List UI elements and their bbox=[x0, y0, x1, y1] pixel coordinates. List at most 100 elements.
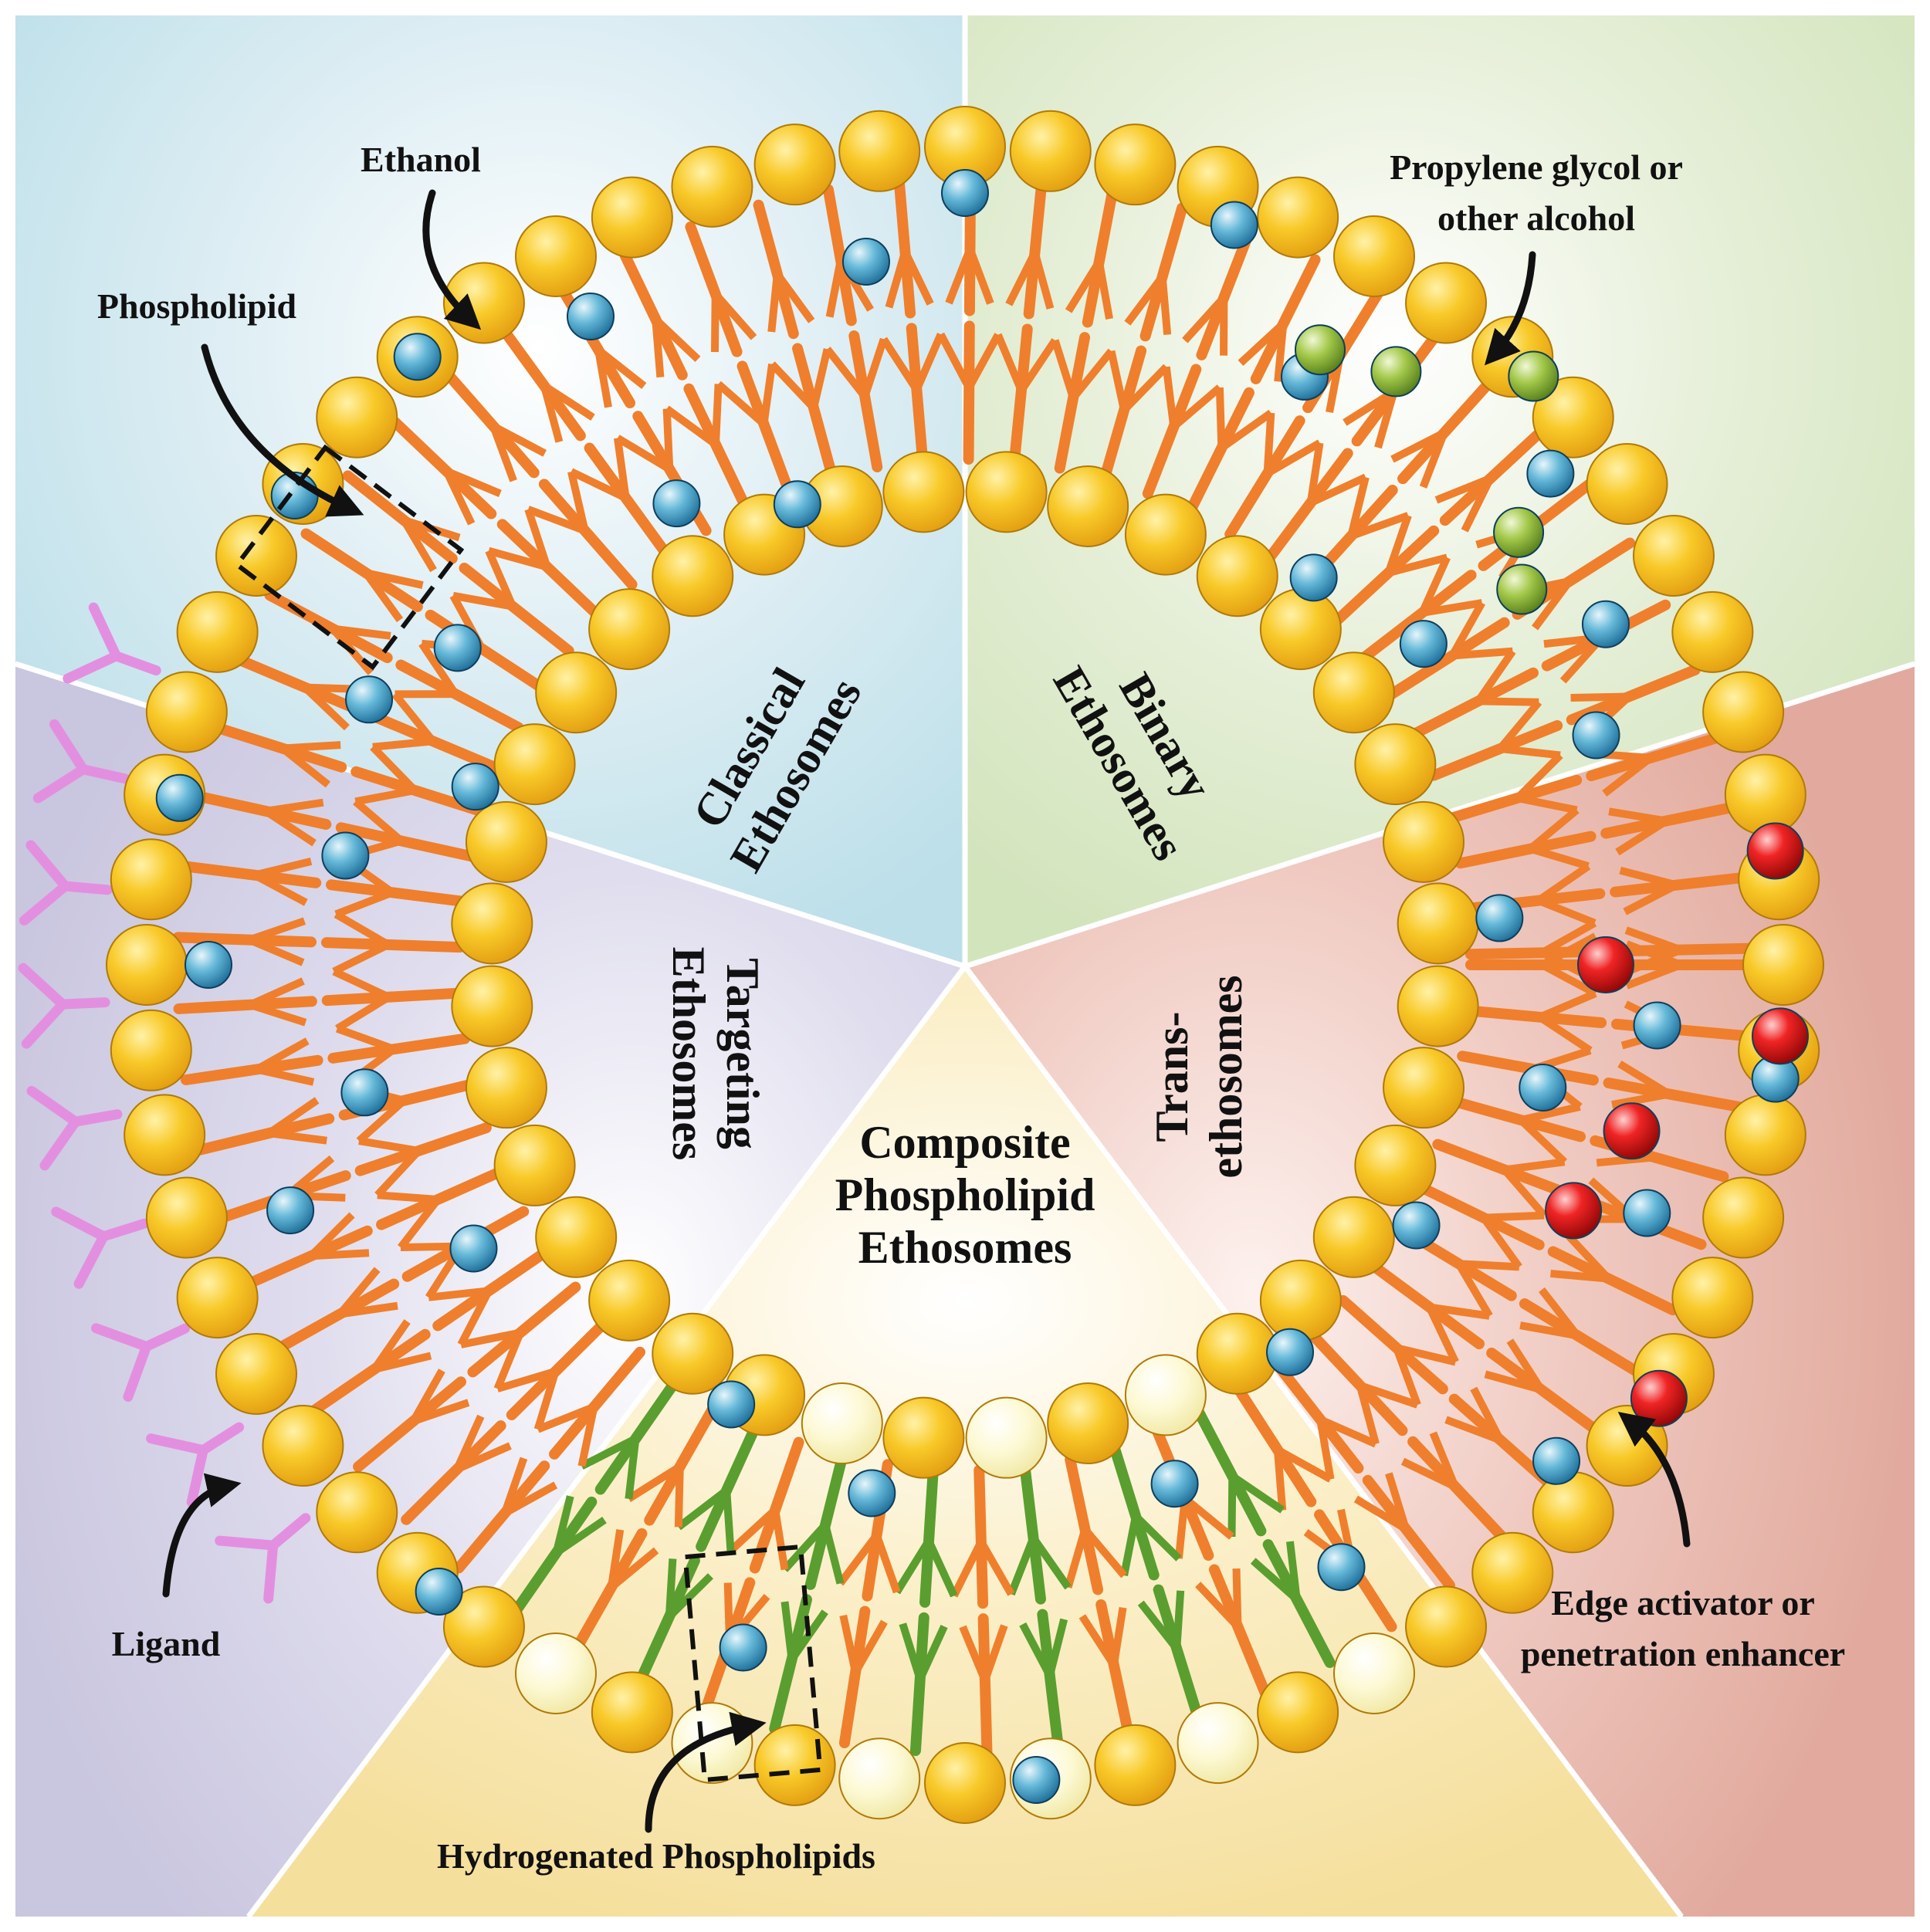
lipid-tail-fork bbox=[278, 741, 341, 788]
lipid-tail bbox=[571, 1528, 648, 1655]
lipid-tail-fork bbox=[1526, 807, 1590, 870]
ethanol-molecule-icon bbox=[1266, 1328, 1315, 1376]
lipid-tail-fork bbox=[1513, 752, 1578, 814]
lipid-tail-fork bbox=[1390, 428, 1448, 489]
lipid-tail-fork bbox=[994, 333, 1058, 395]
lipid-tail-fork bbox=[452, 549, 517, 611]
phospholipid-head bbox=[262, 1405, 344, 1487]
lipid-tail bbox=[1519, 1298, 1644, 1379]
lipid-tail bbox=[1262, 1539, 1336, 1668]
lipid-tail-fork bbox=[652, 315, 701, 378]
targeting-title-line1: Targeting bbox=[717, 958, 768, 1149]
composite-title-line1: Composite bbox=[859, 1117, 1070, 1168]
ethanol-molecule-icon bbox=[433, 624, 482, 672]
lipid-tail bbox=[736, 360, 794, 497]
hydrogenated-phospholipid-head bbox=[515, 1632, 597, 1714]
lipid-tail-fork bbox=[1519, 1287, 1582, 1340]
lipid-tail bbox=[1444, 774, 1583, 824]
lipid-tail-fork bbox=[489, 422, 547, 482]
phospholipid-head bbox=[465, 800, 547, 883]
ligand-label: Ligand bbox=[112, 1624, 221, 1663]
phospholipid-head bbox=[215, 1333, 298, 1415]
hydrogenated-label: Hydrogenated Phospholipids bbox=[437, 1836, 875, 1876]
phospholipid-head bbox=[965, 451, 1048, 533]
phospholipid-highlight-box bbox=[233, 444, 465, 671]
phospholipid-head bbox=[110, 1009, 192, 1091]
ethanol-molecule-icon bbox=[185, 941, 232, 989]
ethanol-molecule-icon bbox=[449, 1224, 498, 1273]
lipid-tail-fork bbox=[1353, 1472, 1410, 1533]
lipid-tail-fork bbox=[1536, 990, 1597, 1054]
ethanol-molecule-icon bbox=[1210, 201, 1258, 249]
targeting-title-line2: Ethosomes bbox=[663, 947, 714, 1161]
phospholipid-head bbox=[1471, 1531, 1554, 1614]
lipid-tail-fork bbox=[1479, 1211, 1545, 1270]
lipid-tail-fork bbox=[265, 1097, 327, 1145]
lipid-tail-fork bbox=[1624, 926, 1685, 976]
lipid-tail bbox=[1439, 424, 1549, 526]
ethanol-molecule-icon bbox=[841, 237, 890, 286]
hydrogenated-phospholipid-head bbox=[838, 1737, 921, 1820]
phospholipid-head bbox=[1312, 651, 1395, 734]
lipid-tail bbox=[1337, 1294, 1448, 1395]
hydrogenated-arrow bbox=[645, 1711, 767, 1833]
phospholipid-head bbox=[1586, 442, 1668, 525]
lipid-tail-fork bbox=[1124, 272, 1172, 335]
edge-activator-icon bbox=[1746, 822, 1804, 880]
phospholipid-head bbox=[106, 924, 188, 1006]
lipid-tail-fork bbox=[250, 858, 313, 906]
lipid-tail bbox=[1446, 1095, 1586, 1142]
lipid-tail bbox=[685, 221, 743, 357]
lipid-tail-fork bbox=[536, 1402, 598, 1467]
lipid-tail bbox=[321, 937, 466, 953]
lipid-tail bbox=[1082, 186, 1119, 328]
phospholipid-head bbox=[1333, 215, 1415, 298]
ethanol-molecule-icon bbox=[1519, 1064, 1567, 1112]
phospholipid-head bbox=[882, 451, 965, 533]
lipid-tail bbox=[1142, 364, 1202, 499]
lipid-tail bbox=[172, 932, 317, 948]
lipid-tail-fork bbox=[245, 977, 307, 1027]
lipid-tail bbox=[893, 174, 916, 319]
lipid-tail-fork bbox=[1384, 514, 1448, 577]
lipid-tail bbox=[1065, 1453, 1104, 1595]
propylene-glycol-icon bbox=[1493, 506, 1545, 558]
phospholipid-head bbox=[652, 1312, 734, 1395]
lipid-tail-fork bbox=[527, 470, 589, 535]
lipid-tail bbox=[769, 1594, 812, 1734]
ethanol-molecule-icon bbox=[1289, 553, 1338, 602]
lipid-tail bbox=[619, 249, 688, 381]
lipid-tail bbox=[371, 712, 505, 775]
ethanol-molecule-icon bbox=[1012, 1755, 1061, 1804]
lipid-tail bbox=[594, 1374, 682, 1495]
ethanol-molecule-icon bbox=[321, 831, 370, 880]
phospholipid-head bbox=[1196, 535, 1278, 617]
lipid-tail-fork bbox=[1238, 320, 1288, 382]
phospholipid-head bbox=[1009, 110, 1092, 192]
phospholipid-label: Phospholipid bbox=[97, 286, 297, 326]
lipid-tail bbox=[353, 1376, 466, 1473]
phospholipid-head bbox=[1632, 515, 1715, 597]
lipid-tail-fork bbox=[372, 692, 437, 751]
lipid-tail bbox=[326, 879, 469, 907]
phospholipid-head bbox=[838, 110, 921, 192]
phospholipid-head bbox=[1671, 590, 1754, 673]
phospholipid-head bbox=[1397, 965, 1479, 1047]
lipid-tail-fork bbox=[428, 1287, 493, 1347]
lipid-tail-fork bbox=[937, 332, 1002, 392]
ethanol-molecule-icon bbox=[415, 1568, 463, 1616]
phospholipid-head bbox=[1742, 924, 1824, 1006]
lipid-tail bbox=[1547, 1246, 1678, 1316]
lipid-tail bbox=[310, 1328, 431, 1416]
phospholipid-head bbox=[1532, 376, 1614, 458]
lipid-tail bbox=[1486, 1347, 1604, 1438]
lipid-tail bbox=[496, 519, 604, 622]
edge-activator-icon bbox=[1603, 1102, 1661, 1160]
phospholipid-head bbox=[535, 651, 618, 734]
lipid-tail bbox=[208, 721, 347, 773]
lipid-tail bbox=[342, 470, 458, 564]
targeting-title: Targeting Ethosomes bbox=[663, 947, 768, 1161]
molecule-layer bbox=[155, 169, 1809, 1804]
trans-title: Trans- ethosomes bbox=[1146, 975, 1251, 1178]
phospholipid-head bbox=[1724, 753, 1806, 836]
